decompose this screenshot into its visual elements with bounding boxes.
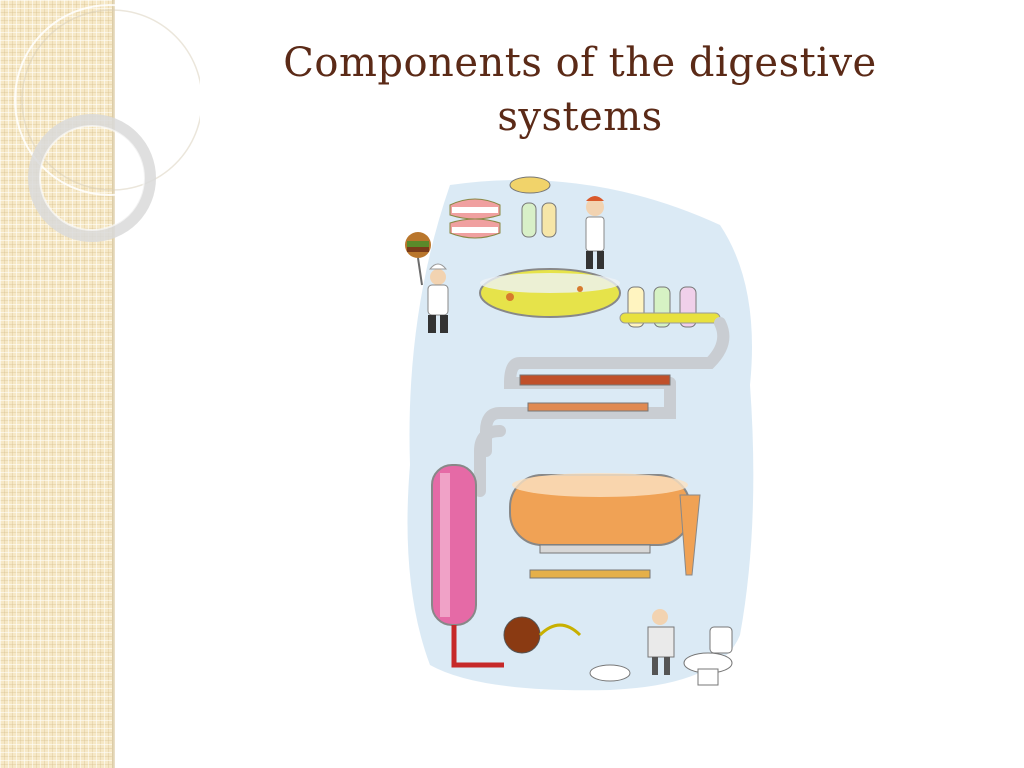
slide-title-line-2: systems — [497, 94, 663, 140]
man-reading-icon — [647, 609, 675, 675]
chef-with-burger-icon — [405, 232, 449, 333]
bowl-icon — [589, 664, 631, 682]
scientist-icon — [585, 196, 605, 269]
side-band-edge — [112, 0, 115, 768]
decorative-rings-icon — [14, 4, 200, 242]
stomach-tank — [479, 268, 621, 318]
slide-title: Components of the digestive systems — [240, 36, 920, 144]
slide-title-line-1: Components of the digestive — [283, 40, 877, 86]
valve-sphere-icon — [503, 616, 582, 654]
intestine-pipes — [474, 317, 730, 497]
pink-storage-tank — [431, 464, 504, 668]
heater-bars — [519, 374, 671, 412]
enzyme-bottles-top — [509, 176, 557, 238]
teeth-icon — [449, 198, 501, 239]
toilet-icon — [683, 626, 733, 686]
digestive-machine-illustration — [405, 176, 754, 691]
enzyme-bottles-right — [619, 286, 721, 328]
large-intestine-tank — [509, 473, 701, 579]
